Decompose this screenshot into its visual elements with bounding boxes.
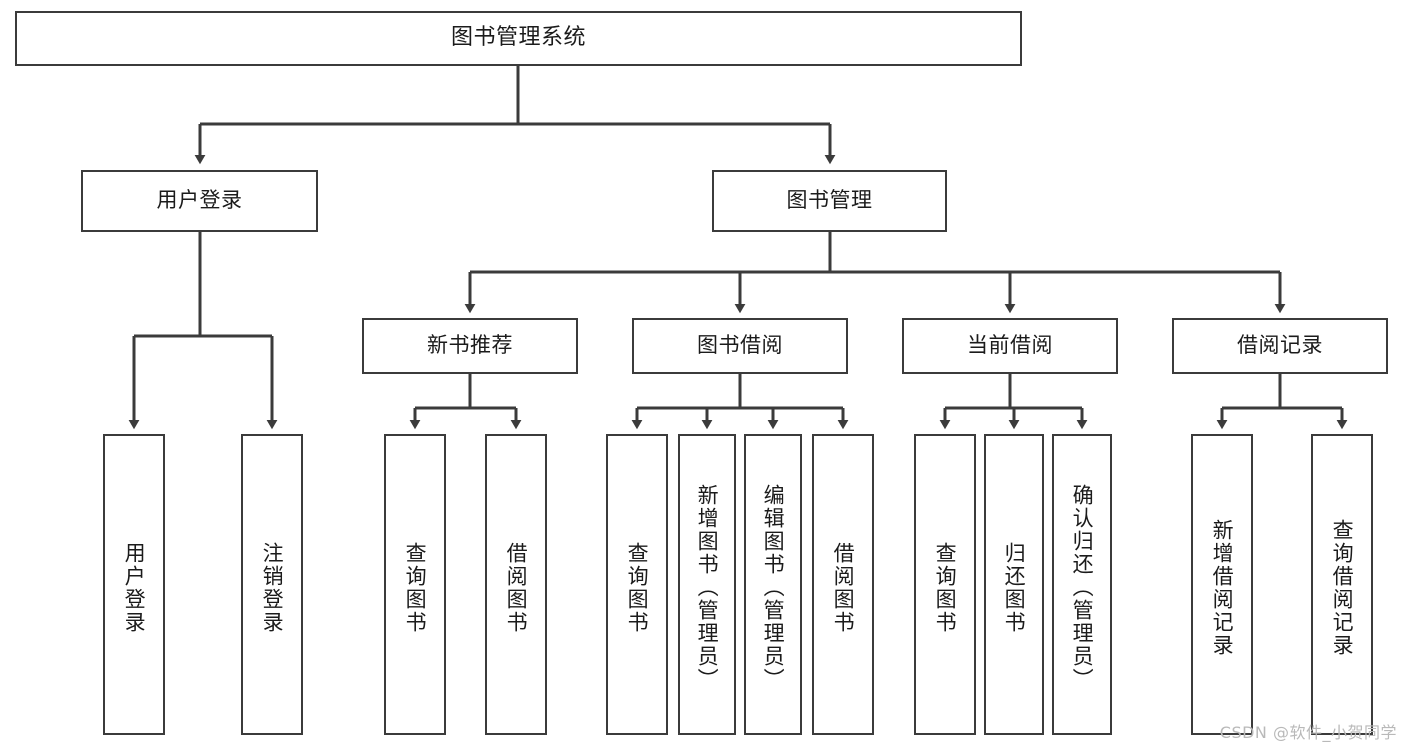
node-leaf-query-record-label: 查询借阅记录 <box>1330 518 1355 657</box>
node-leaf-user-login[interactable]: 用户登录 <box>103 434 165 735</box>
node-borrow-record[interactable]: 借阅记录 <box>1172 318 1388 374</box>
node-leaf-borrow-book-1[interactable]: 借阅图书 <box>485 434 547 735</box>
node-leaf-borrow-book-1-label: 借阅图书 <box>504 541 529 634</box>
node-current-borrow-label: 当前借阅 <box>967 333 1053 358</box>
node-book-borrow[interactable]: 图书借阅 <box>632 318 848 374</box>
node-user-login-label: 用户登录 <box>156 188 243 213</box>
node-leaf-query-book-1[interactable]: 查询图书 <box>384 434 446 735</box>
node-root-label: 图书管理系统 <box>450 25 586 51</box>
node-leaf-return-book[interactable]: 归还图书 <box>984 434 1044 735</box>
node-leaf-add-record[interactable]: 新增借阅记录 <box>1191 434 1253 735</box>
node-leaf-query-record[interactable]: 查询借阅记录 <box>1311 434 1373 735</box>
node-leaf-confirm-return-label: 确认归还（管理员） <box>1070 484 1095 691</box>
node-leaf-confirm-return[interactable]: 确认归还（管理员） <box>1052 434 1112 735</box>
node-root[interactable]: 图书管理系统 <box>15 11 1022 66</box>
node-new-book-recommend-label: 新书推荐 <box>427 333 513 358</box>
node-leaf-return-book-label: 归还图书 <box>1002 541 1027 634</box>
node-leaf-query-book-3-label: 查询图书 <box>933 541 958 634</box>
node-leaf-logout-label: 注销登录 <box>260 541 285 634</box>
node-leaf-add-record-label: 新增借阅记录 <box>1210 518 1235 657</box>
node-leaf-borrow-book-2[interactable]: 借阅图书 <box>812 434 874 735</box>
node-leaf-query-book-3[interactable]: 查询图书 <box>914 434 976 735</box>
node-leaf-edit-book[interactable]: 编辑图书（管理员） <box>744 434 802 735</box>
node-leaf-user-login-label: 用户登录 <box>122 541 147 634</box>
node-user-login[interactable]: 用户登录 <box>81 170 318 232</box>
node-leaf-logout[interactable]: 注销登录 <box>241 434 303 735</box>
node-borrow-record-label: 借阅记录 <box>1237 333 1323 358</box>
node-leaf-query-book-2-label: 查询图书 <box>625 541 650 634</box>
watermark: CSDN @软件_小贺同学 <box>1219 723 1397 742</box>
node-leaf-edit-book-label: 编辑图书（管理员） <box>761 484 786 691</box>
node-leaf-add-book[interactable]: 新增图书（管理员） <box>678 434 736 735</box>
node-leaf-query-book-1-label: 查询图书 <box>403 541 428 634</box>
node-new-book-recommend[interactable]: 新书推荐 <box>362 318 578 374</box>
node-book-manage[interactable]: 图书管理 <box>712 170 947 232</box>
node-book-manage-label: 图书管理 <box>786 188 873 213</box>
node-leaf-borrow-book-2-label: 借阅图书 <box>831 541 856 634</box>
node-book-borrow-label: 图书借阅 <box>697 333 783 358</box>
node-leaf-add-book-label: 新增图书（管理员） <box>695 484 720 691</box>
node-leaf-query-book-2[interactable]: 查询图书 <box>606 434 668 735</box>
node-current-borrow[interactable]: 当前借阅 <box>902 318 1118 374</box>
